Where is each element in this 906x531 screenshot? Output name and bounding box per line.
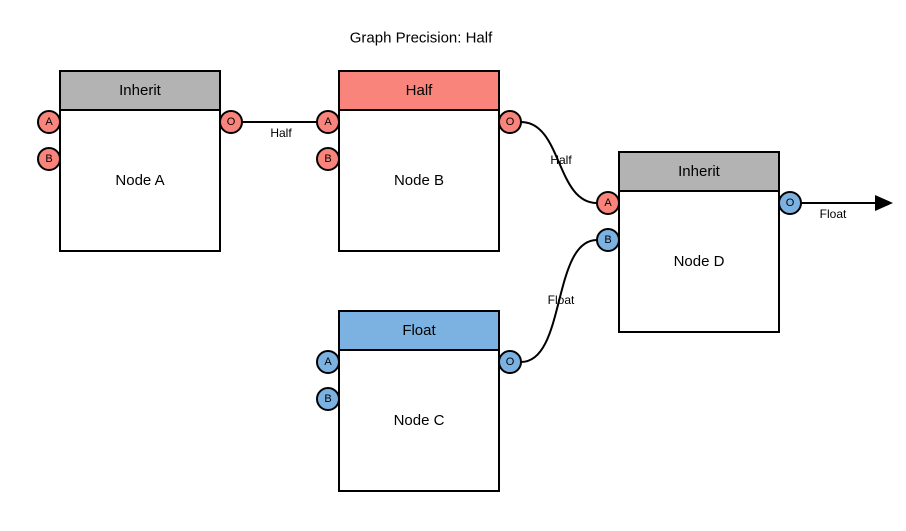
edge-nodec-to-noded[interactable] — [520, 239, 598, 363]
edge-nodeb-to-noded[interactable] — [520, 121, 598, 204]
node-d[interactable]: Inherit Node D A B O — [596, 151, 802, 333]
node-c[interactable]: Float Node C A B O — [316, 310, 522, 492]
node-d-port-o-circle — [778, 191, 802, 215]
node-d-header — [618, 151, 780, 192]
node-c-header-label: Float — [402, 322, 436, 339]
node-d-port-b-label: B — [604, 234, 611, 246]
node-a-port-b-label: B — [45, 153, 52, 165]
node-a-port-b[interactable]: B — [37, 147, 61, 171]
node-b[interactable]: Half Node B A B O — [316, 70, 522, 252]
graph-title: Graph Precision: Half — [350, 30, 493, 47]
node-a-header — [59, 70, 221, 111]
node-a-port-b-circle — [37, 147, 61, 171]
node-b-port-o-label: O — [506, 116, 515, 128]
node-b-title: Node B — [394, 172, 444, 189]
node-b-port-b-label: B — [324, 153, 331, 165]
edge-nodea-to-nodeb-label: Half — [270, 126, 292, 140]
node-c-port-a-label: A — [324, 356, 332, 368]
node-d-port-a-circle — [596, 191, 620, 215]
node-c-port-a[interactable]: A — [316, 350, 340, 374]
node-d-port-a-label: A — [604, 197, 612, 209]
node-d-port-o[interactable]: O — [778, 191, 802, 215]
node-c-port-b[interactable]: B — [316, 387, 340, 411]
edge-nodec-to-noded-label: Float — [548, 293, 575, 307]
node-c-port-b-label: B — [324, 393, 331, 405]
edge-nodeb-to-noded-label: Half — [550, 153, 572, 167]
node-a-port-o[interactable]: O — [219, 110, 243, 134]
node-a-port-o-circle — [219, 110, 243, 134]
node-b-header-label: Half — [406, 82, 434, 99]
node-c-header — [338, 310, 500, 351]
node-c-port-o-circle — [498, 350, 522, 374]
node-a-port-a-circle — [37, 110, 61, 134]
node-d-port-a[interactable]: A — [596, 191, 620, 215]
node-c-title: Node C — [394, 412, 445, 429]
node-a-port-o-label: O — [227, 116, 236, 128]
node-d-port-o-label: O — [786, 197, 795, 209]
node-c-port-o[interactable]: O — [498, 350, 522, 374]
node-b-header — [338, 70, 500, 111]
node-b-port-o-circle — [498, 110, 522, 134]
node-d-title: Node D — [674, 253, 725, 270]
node-b-port-a[interactable]: A — [316, 110, 340, 134]
node-d-port-b[interactable]: B — [596, 228, 620, 252]
node-b-port-b[interactable]: B — [316, 147, 340, 171]
node-a-title: Node A — [115, 172, 164, 189]
node-d-header-label: Inherit — [678, 163, 721, 180]
edges-layer: Half Half Float Float — [242, 121, 893, 363]
node-b-port-a-label: A — [324, 116, 332, 128]
node-b-port-o[interactable]: O — [498, 110, 522, 134]
node-b-port-b-circle — [316, 147, 340, 171]
node-c-port-o-label: O — [506, 356, 515, 368]
node-c-port-a-circle — [316, 350, 340, 374]
edge-noded-to-output[interactable] — [801, 195, 893, 211]
output-arrowhead-icon — [875, 195, 893, 211]
node-d-port-b-circle — [596, 228, 620, 252]
node-a-port-a[interactable]: A — [37, 110, 61, 134]
node-a[interactable]: Inherit Node A A B O — [37, 70, 243, 252]
node-b-port-a-circle — [316, 110, 340, 134]
node-a-header-label: Inherit — [119, 82, 162, 99]
node-a-port-a-label: A — [45, 116, 53, 128]
edge-noded-to-output-label: Float — [820, 207, 847, 221]
node-c-port-b-circle — [316, 387, 340, 411]
